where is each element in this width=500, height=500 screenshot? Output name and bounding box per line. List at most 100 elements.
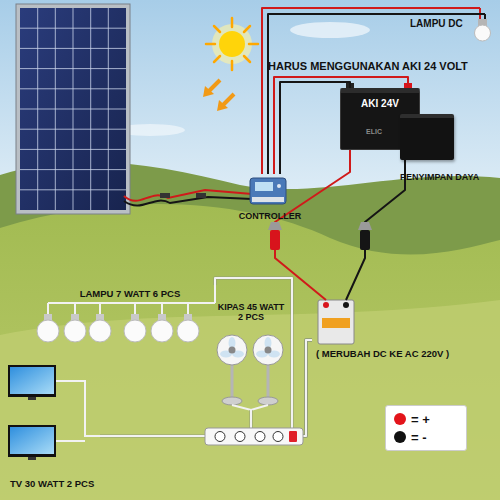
mc4-connector: [160, 193, 170, 198]
grid-line: [20, 28, 126, 29]
grass-hill: [0, 204, 500, 500]
sun-ray: [244, 26, 250, 32]
socket: [235, 432, 245, 442]
wire-connector: [275, 150, 405, 300]
clamp-jaw: [358, 222, 372, 230]
connectors: [100, 8, 408, 436]
inverter-terminal-negative: [343, 302, 349, 308]
fan-stand: [267, 362, 270, 398]
sun-ray: [214, 26, 220, 32]
clamp: [358, 222, 372, 250]
wire: [346, 150, 405, 300]
clamp: [268, 222, 282, 250]
controller-body: [250, 178, 286, 204]
wire-shadow: [100, 340, 312, 436]
legend-row: = -: [394, 428, 458, 446]
lamp-branch-wire: [48, 302, 215, 304]
legend-swatch: [394, 413, 406, 425]
socket: [255, 432, 265, 442]
bulb: [124, 303, 146, 342]
lamp-wire-positive: [400, 7, 480, 9]
sun-glow: [212, 24, 252, 64]
sunlight-arrow-head: [203, 86, 214, 97]
grid-line: [20, 169, 126, 170]
dc-lamp: LAMPU DC: [400, 4, 495, 54]
cloud: [290, 22, 370, 38]
controller-terminals: [252, 197, 284, 202]
wire: [215, 278, 312, 436]
tv-frame: [8, 365, 56, 397]
power-strip-body: [205, 428, 303, 445]
tv-stand: [28, 457, 36, 460]
power-switch: [289, 431, 297, 442]
lamp-group: LAMPU 7 WATT 6 PCS: [35, 285, 225, 350]
node-label: LAMPU 7 WATT 6 PCS: [80, 289, 181, 300]
node-label: KIPAS 45 WATT 2 PCS: [215, 302, 287, 323]
sun-ray: [249, 43, 258, 46]
legend-text: = +: [411, 412, 430, 427]
sun-ray: [244, 56, 250, 62]
inverter-body: [318, 300, 354, 344]
grid-line: [20, 68, 126, 69]
mc4-connector: [196, 193, 206, 198]
node-label: CONTROLLER: [239, 211, 302, 221]
wire: [275, 150, 350, 300]
sun-ray: [231, 61, 234, 70]
power-strip: [205, 428, 303, 445]
grid-line: [20, 109, 126, 110]
dc-bulb: [475, 25, 491, 41]
fan-guard: [253, 335, 283, 365]
bulb-wire: [187, 303, 189, 314]
wire: [251, 340, 312, 436]
bulb-glass: [89, 320, 111, 342]
solar-panel-frame: [16, 4, 130, 214]
inverter-label-strip: [322, 318, 350, 328]
grid-line: [20, 88, 126, 89]
grid-line: [20, 129, 126, 130]
node-label: AKI 24V: [361, 98, 399, 110]
tv-group: TV 30 WATT 2 PCS: [4, 360, 100, 494]
solar-panel-cells: [20, 8, 126, 210]
sun: [219, 31, 245, 57]
socket: [215, 432, 225, 442]
bulb: [64, 303, 86, 342]
grid-line: [20, 48, 126, 49]
fan-base: [222, 397, 242, 405]
charge-controller: CONTROLLER: [234, 174, 306, 222]
lamp-branch-wire: [214, 285, 216, 303]
tv: [8, 365, 56, 400]
clamp-handle: [360, 230, 370, 250]
bulb-wire: [99, 303, 101, 314]
wire-shadow: [215, 278, 312, 436]
node-label: TV 30 WATT 2 PCS: [10, 479, 94, 490]
tv-frame: [8, 425, 56, 457]
solar-panel-grid: [20, 8, 126, 210]
lamp-wire-negative: [484, 14, 486, 19]
inverter: ( MERUBAH DC KE AC 220V ): [312, 300, 494, 364]
bulb-glass: [124, 320, 146, 342]
sunlight-arrow-head: [217, 100, 228, 111]
tv-stand: [28, 397, 36, 400]
legend-row: = +: [394, 410, 458, 428]
bulb-wire: [47, 303, 49, 314]
bulb: [89, 303, 111, 342]
sunlight-arrow: [223, 94, 234, 105]
sun-ray: [206, 43, 215, 46]
wire-connector: [251, 340, 312, 436]
fan-group: KIPAS 45 WATT 2 PCS: [214, 298, 288, 410]
controller-display: [255, 182, 273, 191]
tv: [8, 425, 56, 460]
sunlight-arrow: [209, 80, 220, 91]
wire-connector: [215, 278, 312, 436]
bulb-wire: [161, 303, 163, 314]
sun-rays: [206, 18, 258, 70]
fan-hub: [229, 347, 236, 354]
fan: [253, 335, 283, 405]
grid-line: [20, 149, 126, 150]
node-label: ( MERUBAH DC KE AC 220V ): [316, 349, 449, 360]
fan-stand: [231, 362, 234, 398]
